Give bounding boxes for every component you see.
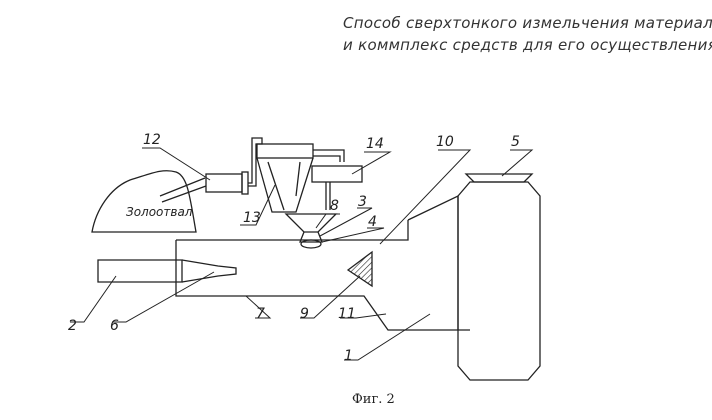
jet-nozzle-tip: [300, 239, 322, 249]
label-14: 14: [366, 136, 384, 152]
feeder-12: [205, 173, 243, 193]
ash-dump-label: Золоотвал: [126, 205, 193, 219]
label-2: 2: [68, 318, 77, 334]
label-3: 3: [358, 194, 367, 210]
jet-nozzle-6: [181, 259, 237, 283]
chamber-1: [407, 194, 459, 330]
funnel-8: [284, 213, 338, 233]
label-8: 8: [330, 198, 339, 214]
ash-dump-mound: [91, 170, 197, 233]
label-10: 10: [436, 134, 454, 150]
duct-7: [175, 220, 470, 331]
pipe-2: [97, 259, 183, 283]
label-11: 11: [338, 306, 356, 322]
label-5: 5: [511, 134, 520, 150]
hopper-13-top: [256, 143, 314, 159]
deflector-9: [346, 250, 373, 288]
label-1: 1: [344, 348, 353, 364]
unit-14-connector: [325, 182, 331, 210]
title-line-1: Способ сверхтонкого измельчения материал…: [343, 14, 712, 32]
feed-riser-pipe: [248, 137, 263, 187]
label-4: 4: [368, 214, 377, 230]
label-7: 7: [256, 306, 265, 322]
leader-lines: [70, 147, 534, 361]
label-9: 9: [300, 306, 309, 322]
title-line-2: и коммплекс средств для его осуществлени…: [343, 36, 712, 54]
hopper-13-inner: [267, 161, 301, 211]
label-13: 13: [243, 210, 261, 226]
ash-feed-pipe: [159, 177, 207, 203]
unit-14: [311, 165, 363, 183]
tower-5: [457, 181, 541, 381]
feeder-12-motor: [241, 171, 249, 195]
hopper-13-body: [256, 157, 314, 213]
exhaust-pipe: [313, 149, 345, 162]
figure-caption: Фиг. 2: [352, 392, 395, 407]
nozzle-4: [299, 231, 323, 243]
label-12: 12: [143, 132, 161, 148]
label-6: 6: [110, 318, 119, 334]
tower-5-hopper: [464, 173, 534, 183]
